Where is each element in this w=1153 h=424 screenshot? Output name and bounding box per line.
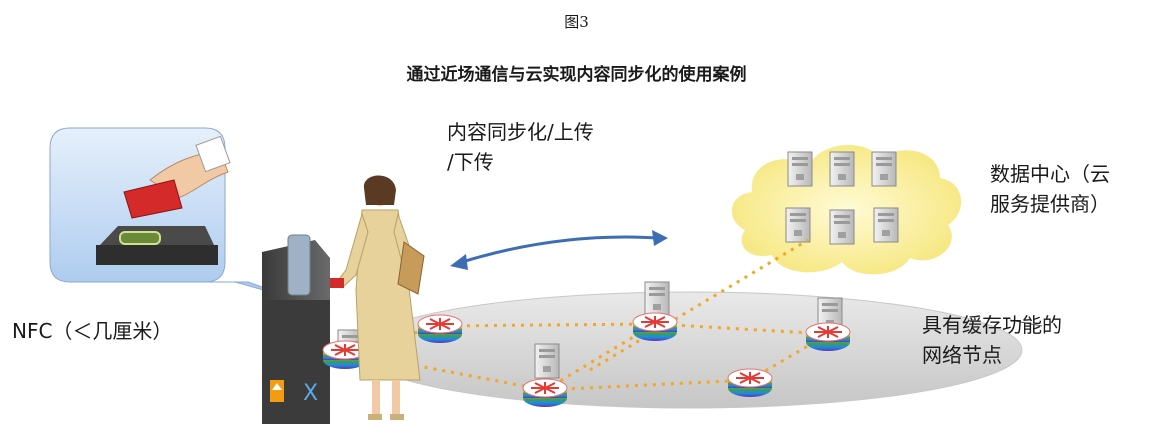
sync-label-line2: /下传 xyxy=(447,150,494,174)
cache-node-label: 具有缓存功能的 网络节点 xyxy=(922,310,1062,370)
datacenter-label-line1: 数据中心（云 xyxy=(990,162,1110,186)
datacenter-label: 数据中心（云 服务提供商） xyxy=(990,159,1110,219)
svg-text:X: X xyxy=(303,381,318,406)
cache-node-4 xyxy=(727,368,773,398)
cache-node-1 xyxy=(417,314,463,344)
figure-title: 通过近场通信与云实现内容同步化的使用案例 xyxy=(406,65,747,85)
nfc-label: NFC（＜几厘米） xyxy=(12,319,173,343)
person-figure-icon xyxy=(330,175,425,420)
ticket-gate-icon: X xyxy=(262,234,330,424)
sync-label-line1: 内容同步化/上传 xyxy=(447,120,594,144)
hand-with-card-icon xyxy=(123,135,231,219)
datacenter-label-line2: 服务提供商） xyxy=(990,192,1110,216)
cache-node-label-line2: 网络节点 xyxy=(922,343,1002,367)
nfc-zoom-bubble xyxy=(49,127,293,299)
figure-number: 图3 xyxy=(564,13,589,31)
nfc-reader-icon xyxy=(96,226,218,265)
sync-label: 内容同步化/上传 /下传 xyxy=(447,117,594,177)
sync-arrow xyxy=(450,230,668,270)
cache-label-leader xyxy=(1009,319,1043,327)
cache-node-label-line1: 具有缓存功能的 xyxy=(922,313,1062,337)
